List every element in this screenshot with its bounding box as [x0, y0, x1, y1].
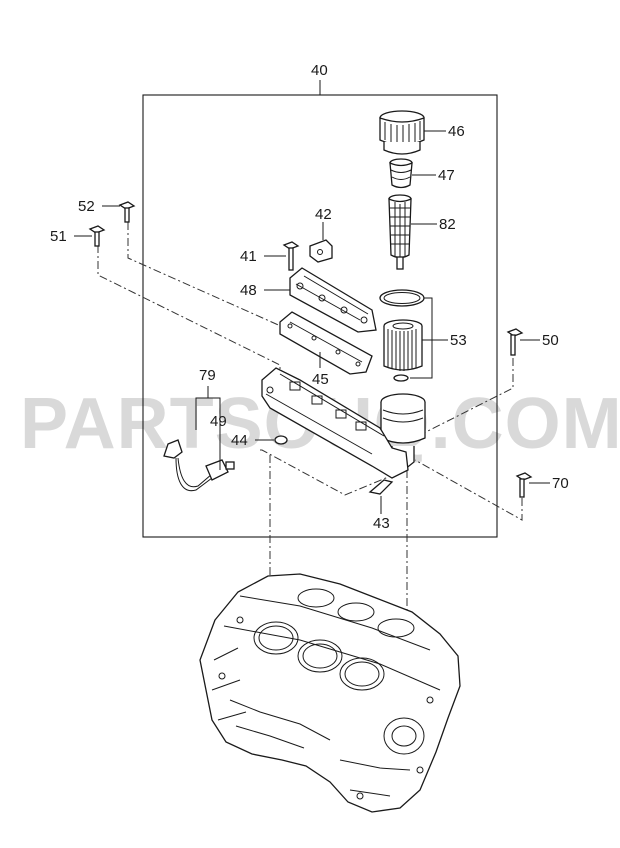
bolt-41[interactable] — [282, 241, 300, 271]
oil-cooler-body[interactable] — [261, 367, 409, 479]
small-o-ring[interactable] — [274, 435, 288, 445]
callout-46: 46 — [448, 123, 465, 140]
bolt-50[interactable] — [506, 328, 524, 356]
callout-48: 48 — [240, 282, 257, 299]
sensor-bracket[interactable] — [309, 239, 333, 263]
filter-element-support[interactable] — [388, 194, 412, 270]
oil-pressure-sensor[interactable] — [163, 439, 235, 492]
bolt-70[interactable] — [515, 472, 533, 498]
callout-43: 43 — [373, 515, 390, 532]
callout-42: 42 — [315, 206, 332, 223]
callout-70: 70 — [552, 475, 569, 492]
oil-filter-cap[interactable] — [379, 110, 425, 155]
callout-50: 50 — [542, 332, 559, 349]
callout-45: 45 — [312, 371, 329, 388]
gasket[interactable] — [279, 311, 373, 375]
callout-82: 82 — [439, 216, 456, 233]
oil-filter-element[interactable] — [379, 289, 425, 382]
callout-51: 51 — [50, 228, 67, 245]
oil-cooler-cover[interactable] — [289, 267, 377, 333]
callout-49: 49 — [210, 413, 227, 430]
callout-40: 40 — [311, 62, 328, 79]
callout-47: 47 — [438, 167, 455, 184]
filter-bushing[interactable] — [389, 158, 413, 189]
callout-52: 52 — [78, 198, 95, 215]
seal-43[interactable] — [368, 479, 394, 495]
callout-79: 79 — [199, 367, 216, 384]
bolt-51[interactable] — [88, 225, 106, 247]
callout-44: 44 — [231, 432, 248, 449]
bolt-52[interactable] — [118, 201, 136, 223]
assembly-frame — [142, 94, 498, 538]
callout-53: 53 — [450, 332, 467, 349]
engine-block — [199, 573, 461, 813]
callout-41: 41 — [240, 248, 257, 265]
